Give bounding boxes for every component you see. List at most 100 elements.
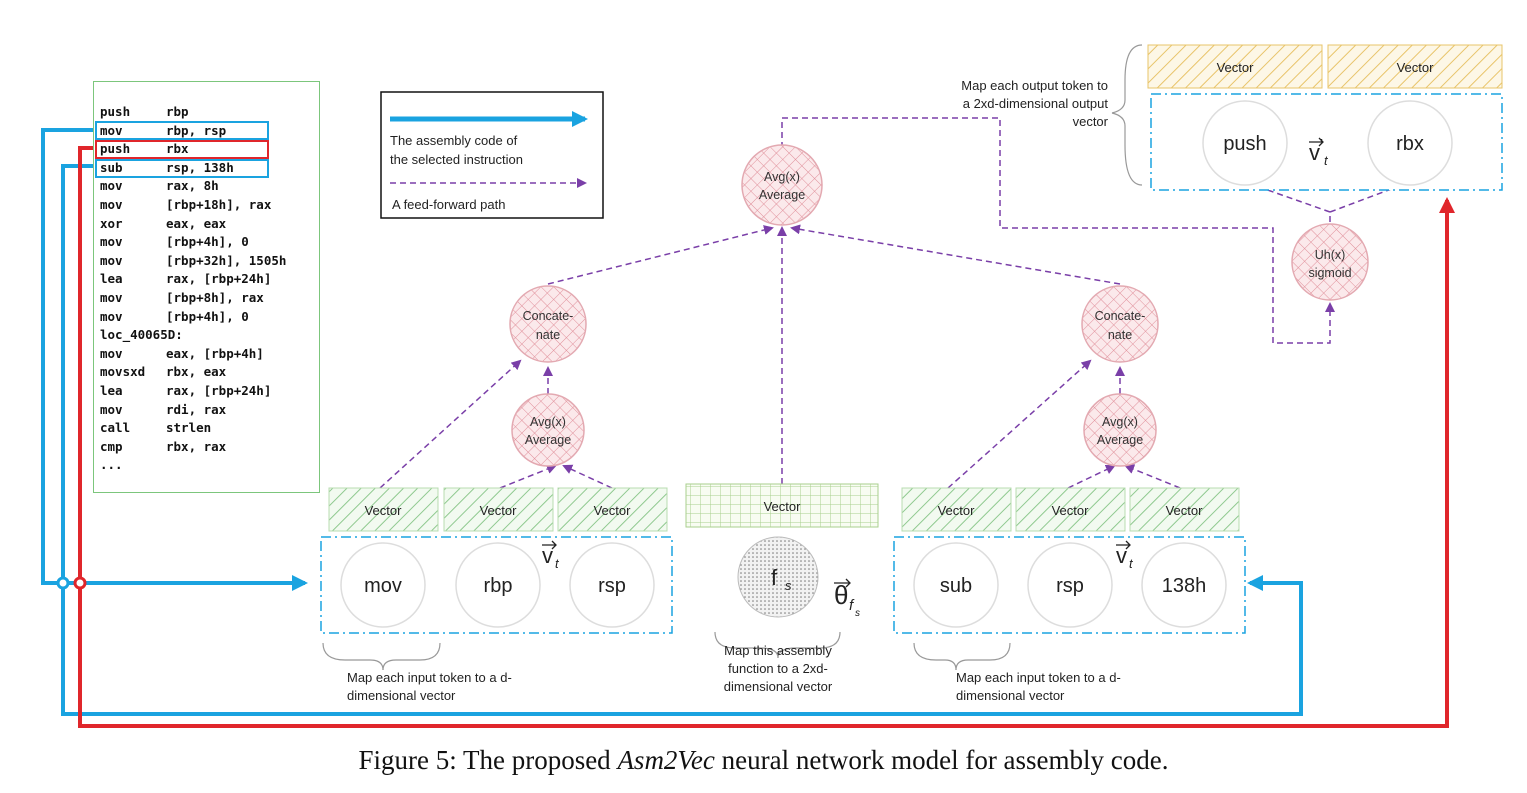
code-operands: rbp, rsp <box>166 122 227 138</box>
code-operands: strlen <box>166 420 212 436</box>
token-label: rsp <box>1056 575 1084 597</box>
highlight-sub-instruction <box>95 159 269 178</box>
code-operands: [rbp+8h], rax <box>166 290 264 305</box>
code-opcode: mov <box>100 345 123 361</box>
code-line: mov[rbp+4h], 0 <box>100 233 249 251</box>
svg-text:v: v <box>1309 140 1320 165</box>
left-avg-line-2: Average <box>525 433 571 447</box>
code-operands: eax, eax <box>166 215 227 231</box>
left-average-node: Avg(x) Average <box>511 393 585 467</box>
code-opcode: lea <box>100 383 123 398</box>
path-junction <box>56 576 70 590</box>
svg-text:θ: θ <box>834 580 848 610</box>
token-label: rbx <box>1396 133 1424 155</box>
figure-caption: Figure 5: The proposed Asm2Vec neural ne… <box>0 745 1527 776</box>
code-line: mov [rbp+4h], 0 <box>100 308 249 326</box>
caption-suffix: neural network model for assembly code. <box>714 745 1169 775</box>
left-vector-label-1: Vector <box>365 503 403 518</box>
code-operands: rdi, rax <box>166 401 227 417</box>
svg-text:s: s <box>855 608 860 619</box>
right-token-group: sub rsp 138h v t <box>893 536 1246 634</box>
code-operands: rbx <box>166 141 189 157</box>
code-line: loc_40065D: <box>100 326 183 344</box>
right-vector-label-2: Vector <box>1052 503 1090 518</box>
code-operands: [rbp+18h], rax <box>166 197 272 212</box>
svg-text:t: t <box>1129 556 1134 571</box>
theta-symbol: θ f s <box>834 578 860 619</box>
output-vectors: Vector Vector <box>1147 44 1503 89</box>
middle-note-line-2: function to a 2xd- <box>728 661 828 676</box>
token-label: rbp <box>484 575 513 597</box>
token-node <box>1202 100 1288 186</box>
code-line: mov rbp, rsp <box>100 122 226 140</box>
svg-text:f: f <box>849 597 855 614</box>
token-node <box>340 542 426 628</box>
svg-text:v: v <box>542 543 553 568</box>
function-vector: Vector <box>685 483 879 528</box>
code-operands: [rbp+32h], 1505h <box>166 252 287 268</box>
code-line: xor eax, eax <box>100 215 226 233</box>
left-avg-line-1: Avg(x) <box>530 415 566 429</box>
code-opcode: sub <box>100 159 123 175</box>
top-average-line-1: Avg(x) <box>764 170 800 184</box>
code-operands: [rbp+4h], 0 <box>166 234 249 250</box>
left-concatenate-node: Concate- nate <box>509 285 587 363</box>
middle-note-line-3: dimensional vector <box>724 679 833 694</box>
code-opcode: mov <box>100 290 123 305</box>
top-average-line-2: Average <box>759 188 805 202</box>
token-node <box>913 542 999 628</box>
left-note-line-1: Map each input token to a d- <box>347 670 512 685</box>
svg-text:s: s <box>785 578 792 593</box>
code-line: mov [rbp+8h], rax <box>100 289 264 307</box>
code-operands: rax, 8h <box>166 178 219 194</box>
annotation-braces <box>322 44 1143 671</box>
right-vector-label-1: Vector <box>938 503 976 518</box>
code-operands: [rbp+4h], 0 <box>166 308 249 324</box>
output-vector-label-2: Vector <box>1397 60 1435 75</box>
blue-path <box>41 128 1303 716</box>
highlight-mov-instruction <box>95 121 269 140</box>
top-average-node: Avg(x) Average <box>741 144 823 226</box>
svg-text:v: v <box>1116 543 1127 568</box>
vt-prime-symbol: v ' t <box>1309 137 1329 168</box>
right-concatenate-node: Concate- nate <box>1081 285 1159 363</box>
svg-text:t: t <box>1324 153 1329 168</box>
code-opcode: movsxd <box>100 364 146 380</box>
code-opcode: mov <box>100 401 123 417</box>
code-opcode: mov <box>100 308 123 324</box>
token-node <box>1027 542 1113 628</box>
token-label: push <box>1223 133 1266 155</box>
path-junction <box>73 576 87 590</box>
right-concat-line-1: Concate- <box>1095 309 1146 323</box>
code-opcode: call <box>100 420 131 436</box>
code-opcode: xor <box>100 215 123 231</box>
left-note-line-2: dimensional vector <box>347 688 456 703</box>
legend-purple-label: A feed-forward path <box>392 197 505 212</box>
code-opcode: loc_40065D: <box>100 327 183 343</box>
code-opcode: mov <box>100 122 123 138</box>
code-opcode: cmp <box>100 438 123 454</box>
code-line: call strlen <box>100 419 211 437</box>
code-operands: rbp <box>166 104 189 119</box>
code-line: ... <box>100 456 166 474</box>
right-note-line-2: dimensional vector <box>956 688 1065 703</box>
left-vectors: Vector Vector Vector <box>328 487 668 532</box>
token-node <box>1367 100 1453 186</box>
code-line: lea rax, [rbp+24h] <box>100 382 271 400</box>
code-operands: rax, [rbp+24h] <box>166 383 272 398</box>
middle-note-line-1: Map this assembly <box>724 643 832 658</box>
left-vector-label-3: Vector <box>594 503 632 518</box>
code-opcode: lea <box>100 271 123 287</box>
token-label: sub <box>940 575 972 597</box>
right-vector-label-3: Vector <box>1166 503 1204 518</box>
vt-symbol: v t <box>542 540 560 571</box>
svg-text:': ' <box>1320 137 1323 154</box>
code-line: mov[rbp+18h], rax <box>100 196 271 214</box>
